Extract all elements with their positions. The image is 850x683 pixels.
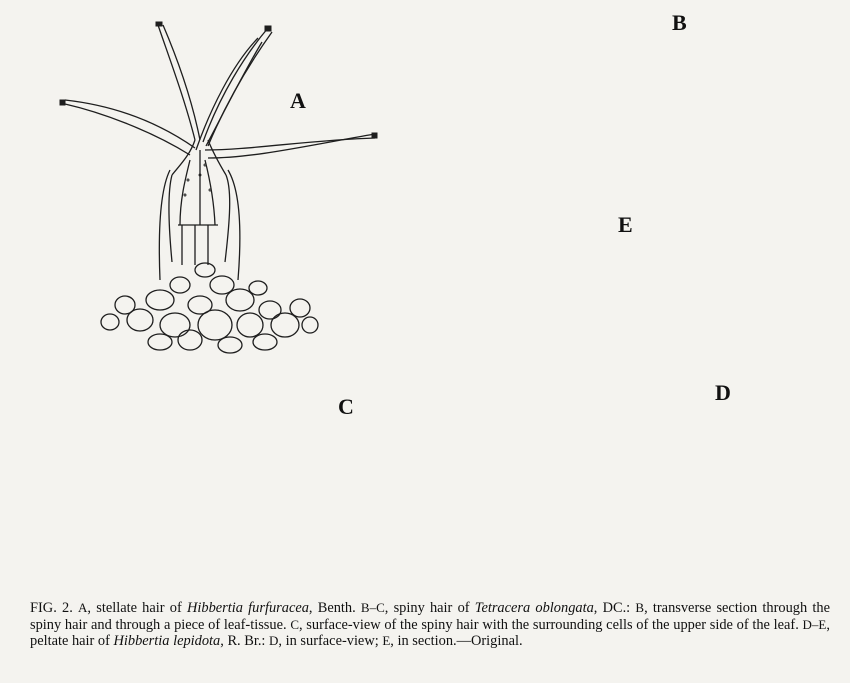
label-d: D: [715, 380, 731, 405]
drawing-a-stellate-hair: [59, 21, 378, 354]
label-a: A: [290, 88, 306, 113]
botanical-illustration: [59, 21, 378, 354]
caption-fig-number: FIG. 2.: [30, 600, 73, 616]
label-c: C: [338, 394, 354, 419]
species-name: Hibbertia furfuracea: [186, 600, 309, 616]
species-name: Hibbertia lepidota: [113, 633, 221, 649]
label-b: B: [672, 10, 687, 35]
figure-caption: FIG. 2. A, stellate hair of Hibbertia fu…: [30, 600, 830, 649]
label-e: E: [618, 212, 633, 237]
species-name: Tetracera oblongata: [474, 600, 594, 616]
